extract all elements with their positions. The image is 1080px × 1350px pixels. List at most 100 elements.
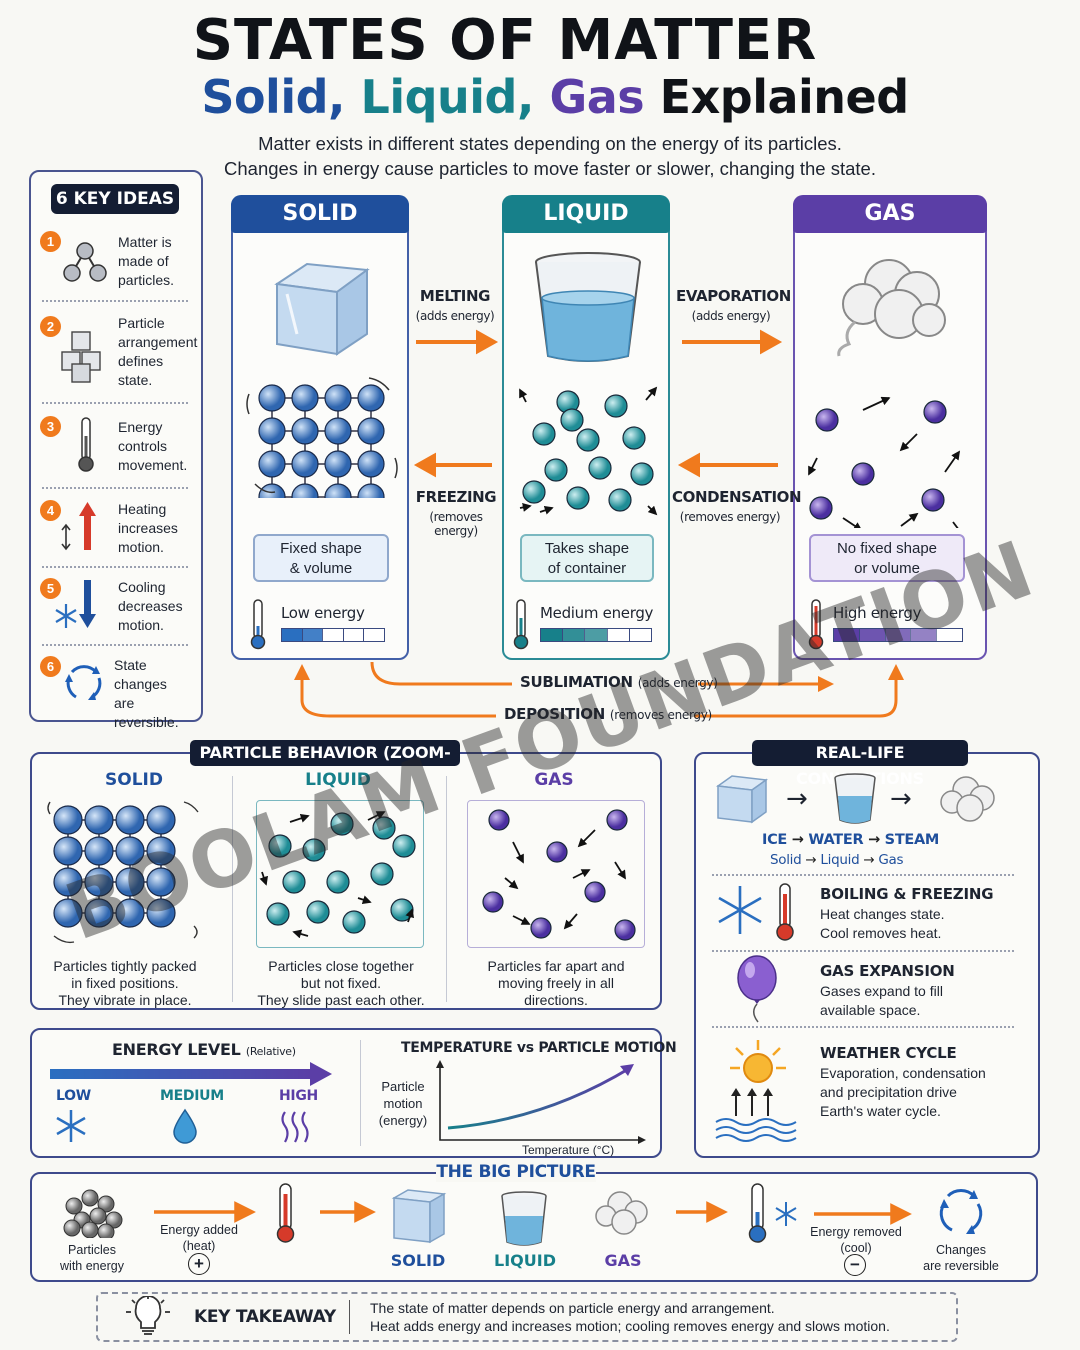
particle: [146, 836, 176, 866]
vibration-mark: [53, 935, 75, 944]
motion-arrow: [539, 506, 554, 515]
particle: [809, 496, 833, 520]
big-picture-heading: THE BIG PICTURE: [436, 1162, 596, 1182]
particle: [302, 838, 326, 862]
rl-item-title: GAS EXPANSION: [820, 962, 955, 980]
desc-line: They slide past each other.: [257, 992, 425, 1008]
particle: [324, 450, 352, 478]
deposition-label: DEPOSITION (removes energy): [504, 705, 712, 723]
vibration-mark: [394, 457, 398, 479]
idea-text: decreases: [118, 598, 183, 614]
gas-energy-bar: [833, 628, 963, 642]
motion-arrow: [512, 915, 531, 925]
divider: [42, 644, 188, 646]
bp-line: are reversible: [923, 1259, 999, 1273]
desc-line: Earth's water cycle.: [820, 1103, 941, 1119]
condensation-arrow: [677, 452, 700, 478]
idea-text: Matter is: [118, 234, 172, 250]
idea-text: increases: [118, 520, 178, 536]
snowflake-thermometer-icon: [718, 883, 794, 941]
rl-item-desc: Gases expand to fill available space.: [820, 982, 943, 1020]
particle: [357, 384, 385, 412]
idea-number: 1: [40, 231, 61, 252]
divider: [232, 776, 233, 1002]
idea-number: 4: [40, 500, 61, 521]
idea-text: movement.: [118, 457, 188, 473]
ylabel-line: (energy): [378, 1113, 428, 1128]
freezing-sub: (removes energy): [429, 510, 483, 538]
idea-text: state.: [118, 372, 153, 388]
particle: [532, 422, 556, 446]
cubes-icon: [61, 331, 101, 383]
motion-arrow: [952, 521, 959, 528]
gas-label: Gas: [878, 852, 904, 868]
motion-arrow: [512, 841, 524, 864]
state-names-row: ICE → WATER → STEAM: [762, 832, 939, 848]
arrow-icon: →: [890, 784, 912, 814]
divider: [42, 566, 188, 568]
particle: [115, 898, 145, 928]
intro-line: Matter exists in different states depend…: [258, 133, 842, 154]
evaporation-arrow: [760, 329, 783, 355]
liquid-energy-label: Medium energy: [540, 604, 654, 622]
motion-arrow: [645, 386, 658, 401]
particle: [84, 805, 114, 835]
heat-waves-icon: [281, 1111, 309, 1143]
intro-text: Matter exists in different states depend…: [0, 131, 1080, 181]
particle: [84, 836, 114, 866]
subtitle-gas: Gas: [549, 70, 645, 124]
rl-item-desc: Evaporation, condensation and precipitat…: [820, 1064, 986, 1121]
solid-energy-bar: [281, 628, 385, 642]
key-idea-6: 6 State changes are reversible.: [40, 656, 190, 730]
idea-text: reversible.: [114, 714, 179, 730]
solid-label: Solid: [770, 852, 802, 868]
motion-arrow: [519, 502, 532, 512]
particle: [606, 809, 628, 831]
divider: [712, 1026, 1014, 1028]
motion-arrow: [862, 396, 891, 411]
desc-line: Particles tightly packed: [53, 958, 197, 974]
key-idea-5: 5 Cooling decreases motion.: [40, 578, 190, 638]
divider: [360, 1040, 361, 1146]
beaker-icon: [834, 773, 876, 824]
particle: [324, 417, 352, 445]
divider: [42, 487, 188, 489]
particle: [815, 408, 839, 432]
thermometer-icon: [250, 599, 266, 650]
intro-line: Changes in energy cause particles to mov…: [224, 158, 876, 179]
idea-text: arrangement: [118, 334, 198, 350]
bp-line: Energy added: [160, 1223, 238, 1237]
tag-line: No fixed shape: [836, 540, 938, 557]
ice-cube-icon: [715, 775, 769, 824]
pb-liquid-desc: Particles close together but not fixed. …: [246, 958, 436, 1009]
divider: [42, 402, 188, 404]
bp-liquid-label: LIQUID: [494, 1251, 556, 1270]
particle: [53, 867, 83, 897]
pb-solid-lattice: [47, 801, 199, 944]
divider: [349, 1300, 350, 1334]
condensation-sub: (removes energy): [679, 510, 781, 524]
motion-arrow: [842, 517, 863, 528]
particle: [258, 483, 286, 498]
desc-line: Cool removes heat.: [820, 925, 942, 941]
motion-arrow: [292, 929, 309, 939]
motion-arrow: [577, 829, 596, 848]
pb-solid-title: SOLID: [105, 770, 163, 790]
particle: [560, 408, 584, 432]
particle: [97, 1195, 115, 1213]
transition-arrows: [294, 329, 904, 718]
particle: [488, 809, 510, 831]
snowflake-icon: [55, 580, 96, 628]
bp-line: Particles: [68, 1243, 116, 1257]
motion-arrow: [900, 512, 919, 527]
bp-energy-removed: Energy removed (cool): [808, 1224, 904, 1256]
bp-solid-label: SOLID: [390, 1251, 446, 1270]
lightbulb-icon: [126, 1296, 170, 1335]
desc-line: and precipitation drive: [820, 1084, 957, 1100]
particle: [576, 428, 600, 452]
liquid-energy-bar: [540, 628, 652, 642]
motion-arrow: [614, 861, 626, 880]
particle: [566, 486, 590, 510]
rl-item-desc: Heat changes state. Cool removes heat.: [820, 905, 945, 943]
page-subtitle: Solid, Liquid, Gas Explained: [0, 70, 1080, 124]
